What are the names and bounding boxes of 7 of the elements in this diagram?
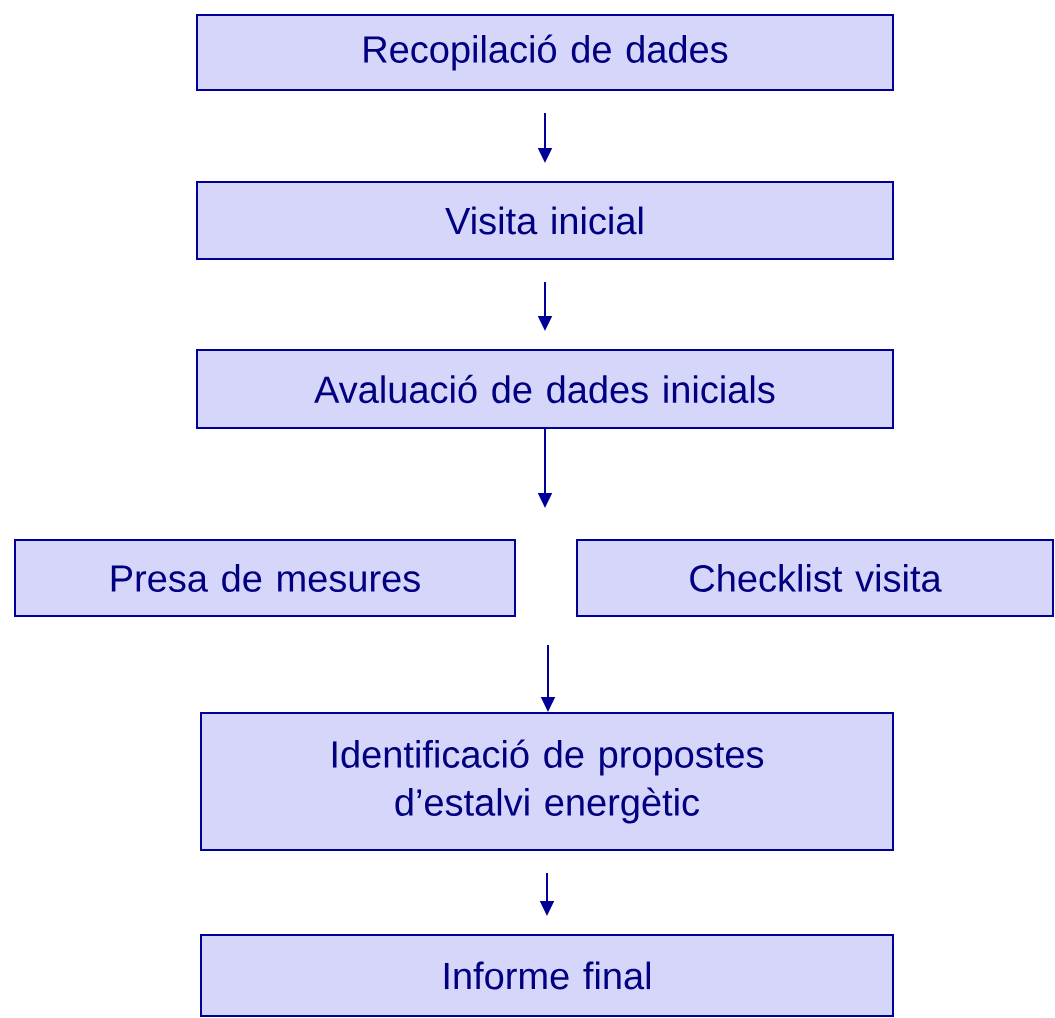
process-box: Presa de mesures [14, 539, 516, 617]
process-box: Visita inicial [196, 181, 894, 260]
process-box: Avaluació de dades inicials [196, 349, 894, 429]
process-box: Checklist visita [576, 539, 1054, 617]
process-box: Informe final [200, 934, 894, 1017]
process-box: Identificació de propostes d’estalvi energètic [200, 712, 894, 851]
process-box: Recopilació de dades [196, 14, 894, 91]
